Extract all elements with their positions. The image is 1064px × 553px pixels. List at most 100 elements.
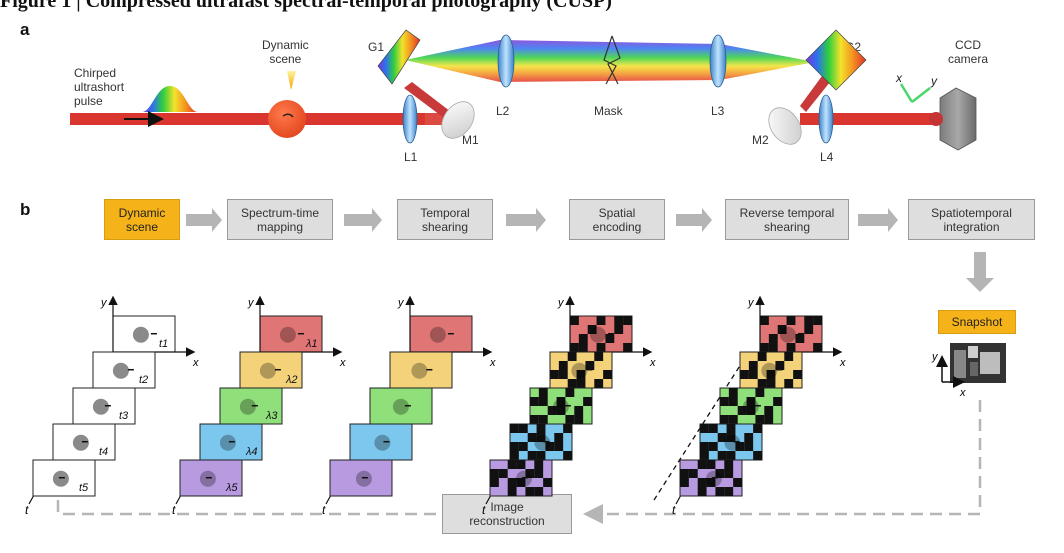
scene-object [374, 434, 391, 451]
mask-cell [717, 451, 727, 460]
mask-cell [813, 316, 822, 325]
t-axis-label: t [172, 503, 176, 517]
pulse-label: Chirped ultrashort pulse [74, 66, 125, 108]
lens-l2 [497, 34, 515, 88]
mask-cell [510, 451, 519, 460]
mask-cell [793, 370, 802, 379]
mask-cell [507, 478, 517, 487]
frame-label: t3 [119, 410, 129, 422]
mask-cell [784, 379, 794, 388]
mask-cell [775, 361, 785, 370]
mask-cell [596, 316, 606, 325]
x-axis-label: x [649, 357, 656, 369]
dynamic-scene-object [268, 100, 306, 138]
reverse-shear-guide [653, 349, 751, 501]
mask-label: Mask [594, 104, 623, 118]
stack-spatial-encoding: yxt [482, 295, 656, 517]
mask-cell [764, 406, 774, 415]
mask-cell [498, 469, 508, 478]
mask-cell [530, 397, 539, 406]
mask-cell [813, 343, 822, 352]
mask-cell [697, 487, 707, 496]
box-spatial-encoding: Spatial encoding [569, 199, 665, 240]
mask-cell [715, 469, 725, 478]
frame-label: t5 [79, 482, 89, 494]
mask-cell [576, 379, 586, 388]
mask-cell [525, 487, 535, 496]
mask-cell [753, 451, 762, 460]
arrow-5 [858, 208, 898, 232]
frame-label: λ1 [305, 338, 318, 350]
t-axis-label: t [482, 503, 486, 517]
mask-cell [766, 370, 776, 379]
mask-cell [545, 442, 555, 451]
mirror-m2-label: M2 [752, 133, 769, 147]
scene-object [199, 470, 216, 487]
mask-cell [585, 361, 595, 370]
mask-cell [534, 460, 544, 469]
frame-label: λ2 [285, 374, 298, 386]
mask-cell [543, 478, 552, 487]
scene-object [259, 362, 276, 379]
scene-object [742, 398, 759, 415]
mask-cell [518, 424, 528, 433]
mask-cell [744, 442, 754, 451]
mask-cell [556, 406, 566, 415]
scene-object [429, 326, 446, 343]
camera-label: CCD camera [948, 38, 989, 66]
y-axis-label: y [100, 297, 108, 309]
frame-3 [219, 387, 283, 425]
mask-cell [746, 406, 756, 415]
mask-cell [565, 388, 575, 397]
mask-cell [728, 415, 738, 424]
mask-cell [795, 334, 805, 343]
beam-m1-g1 [404, 82, 455, 121]
camera-axis-y-label: y [930, 74, 938, 88]
x-axis-label: x [839, 357, 846, 369]
box-dynamic-scene: Dynamic scene [104, 199, 180, 240]
mask-cell [804, 316, 814, 325]
arrow-2 [344, 208, 382, 232]
flame-icon [287, 71, 296, 90]
y-axis-label: y [247, 297, 255, 309]
scene-object [724, 434, 741, 451]
mask-cell [764, 415, 774, 424]
mask-cell [547, 406, 557, 415]
frame-2 [239, 351, 303, 389]
mask-cell [728, 397, 738, 406]
mask-cell [574, 406, 584, 415]
beam-g2-m2 [800, 76, 830, 112]
mask-cell [766, 379, 776, 388]
frame-label: t1 [159, 338, 168, 350]
box-temporal-shearing: Temporal shearing [397, 199, 493, 240]
mask-cell [554, 442, 564, 451]
mask-cell [697, 460, 707, 469]
arrow-1 [186, 208, 222, 232]
mask-cell [706, 460, 716, 469]
mask-cell [724, 460, 734, 469]
mask-cell [757, 352, 767, 361]
lens-l4-label: L4 [820, 150, 834, 164]
mask-cell [680, 478, 689, 487]
snapshot-box: Snapshot [938, 310, 1016, 334]
mask-cell [733, 478, 742, 487]
mask-cell [574, 415, 584, 424]
mask-cell [708, 442, 718, 451]
mirror-m1-label: M1 [462, 133, 479, 147]
mask-cell [726, 433, 736, 442]
mask-cell [507, 460, 517, 469]
mask-cell [565, 415, 575, 424]
mask-cell [490, 469, 499, 478]
mask-cell [534, 469, 544, 478]
mask-cell [550, 370, 559, 379]
mask-cell [614, 316, 624, 325]
arrow-down-snapshot [966, 252, 994, 292]
lens-l3 [709, 34, 727, 88]
camera-x-axis [899, 83, 914, 103]
scene-object [72, 434, 89, 451]
frame-label: λ3 [265, 410, 278, 422]
scene-object [779, 326, 796, 343]
mask-cell [563, 424, 572, 433]
